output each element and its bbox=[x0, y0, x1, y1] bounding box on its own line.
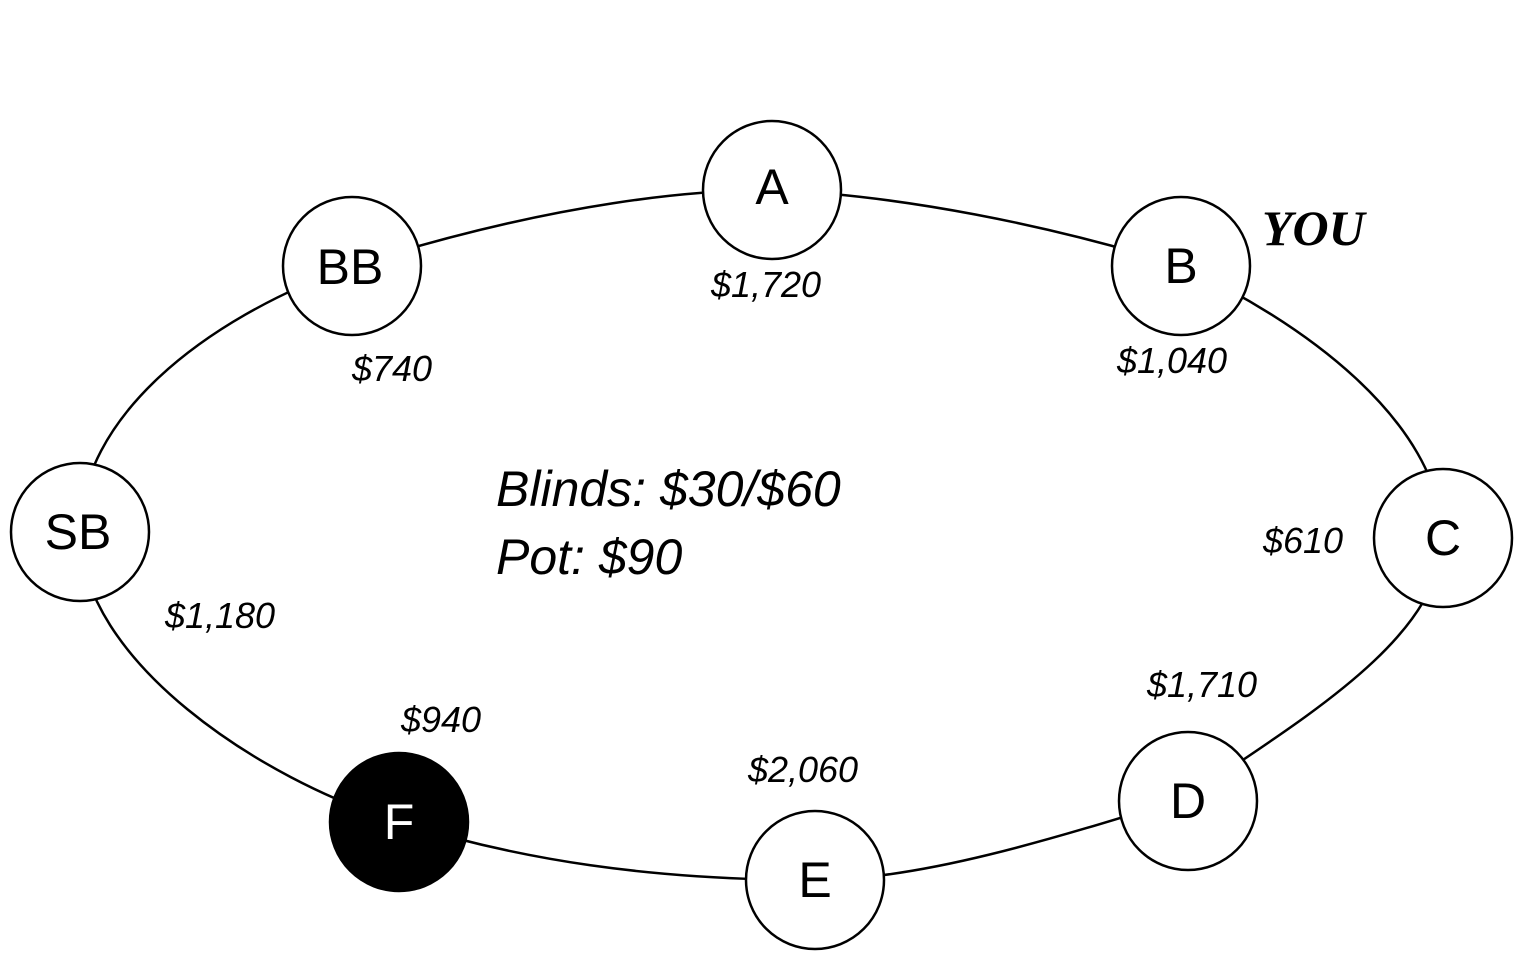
hero-marker: YOU bbox=[1262, 200, 1368, 256]
seat-A-label: A bbox=[755, 159, 789, 215]
seat-C-label: C bbox=[1425, 510, 1461, 566]
blinds-text: Blinds: $30/$60 bbox=[496, 461, 841, 517]
seat-A-stack: $1,720 bbox=[710, 264, 821, 305]
seat-D: D $1,710 bbox=[1117, 664, 1259, 872]
seat-BB: BB $740 bbox=[281, 195, 432, 389]
seat-C-stack: $610 bbox=[1262, 520, 1343, 561]
seat-D-circle bbox=[1117, 730, 1259, 872]
seat-D-stack: $1,710 bbox=[1146, 664, 1257, 705]
seat-BB-stack: $740 bbox=[351, 348, 432, 389]
seat-SB-label: SB bbox=[45, 504, 112, 560]
seat-BB-label: BB bbox=[317, 239, 384, 295]
seat-B-label: B bbox=[1164, 238, 1197, 294]
seat-E-stack: $2,060 bbox=[747, 749, 858, 790]
seat-SB: SB $1,180 bbox=[9, 461, 275, 636]
seat-F-stack: $940 bbox=[400, 699, 481, 740]
seat-A: A $1,720 bbox=[701, 119, 843, 305]
seat-F-circle bbox=[328, 751, 470, 893]
seat-BB-circle bbox=[281, 195, 423, 337]
seat-F-label: F bbox=[384, 794, 415, 850]
pot-text: Pot: $90 bbox=[496, 529, 682, 585]
seat-SB-circle bbox=[9, 461, 151, 603]
seat-B: B $1,040 YOU bbox=[1110, 195, 1368, 381]
seat-C: C $610 bbox=[1262, 467, 1514, 609]
seat-E-label: E bbox=[798, 852, 831, 908]
seat-D-label: D bbox=[1170, 773, 1206, 829]
seat-E: E $2,060 bbox=[744, 749, 886, 951]
seat-E-circle bbox=[744, 809, 886, 951]
seat-C-circle bbox=[1372, 467, 1514, 609]
seat-B-circle bbox=[1110, 195, 1252, 337]
seat-B-stack: $1,040 bbox=[1116, 340, 1227, 381]
seat-A-circle bbox=[701, 119, 843, 261]
seat-SB-stack: $1,180 bbox=[164, 595, 275, 636]
seat-F: F $940 bbox=[328, 699, 481, 893]
